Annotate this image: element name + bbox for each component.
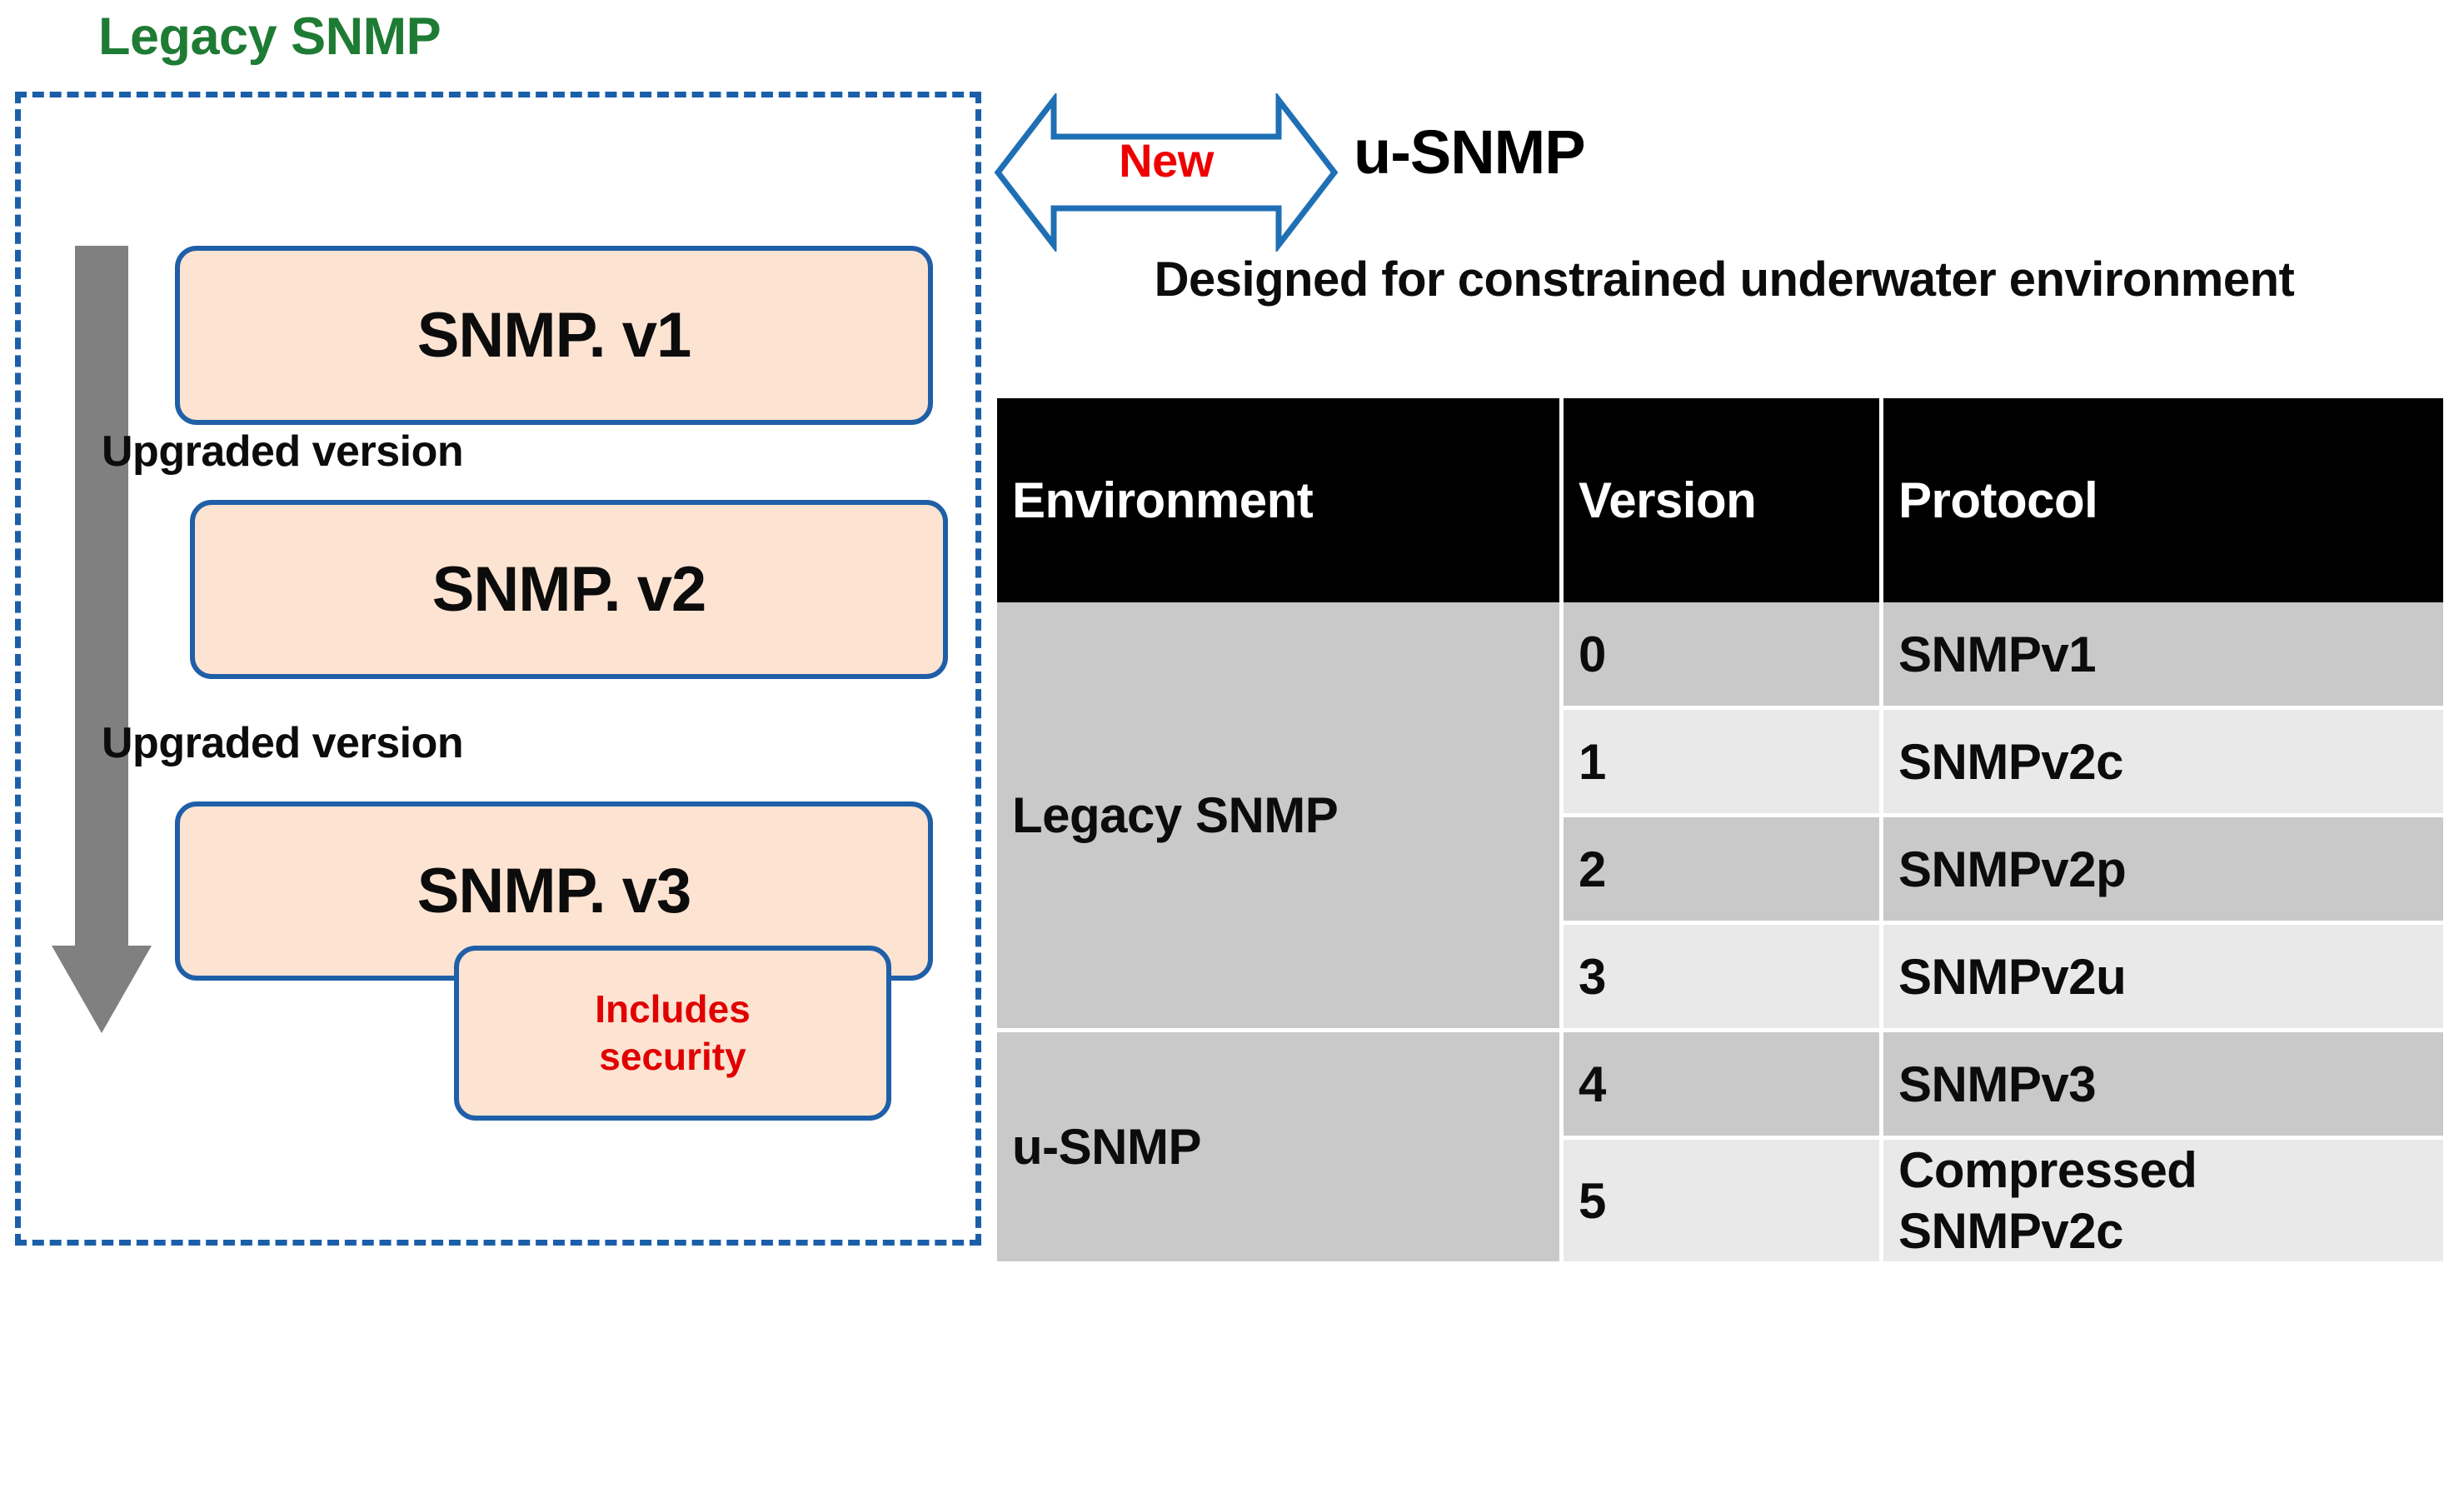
usnmp-heading: u-SNMP — [1354, 117, 1586, 187]
version-cell: 4 — [1564, 1032, 1883, 1140]
table-header: Environment Version Protocol — [997, 398, 2443, 602]
column-header-version: Version — [1564, 398, 1883, 602]
double-arrow-icon — [994, 93, 1339, 252]
protocol-cell: SNMPv2u — [1883, 925, 2443, 1032]
protocol-cell: SNMPv1 — [1883, 602, 2443, 710]
version-cell: 3 — [1564, 925, 1883, 1032]
version-cell: 2 — [1564, 817, 1883, 925]
protocol-cell: SNMPv2p — [1883, 817, 2443, 925]
protocol-cell: Compressed SNMPv2c — [1883, 1140, 2443, 1266]
environment-cell-legacy: Legacy SNMP — [997, 602, 1564, 1032]
includes-security-line1: Includes — [595, 986, 751, 1031]
new-badge-label: New — [1119, 134, 1214, 187]
legacy-snmp-title: Legacy SNMP — [98, 7, 441, 66]
table-body: Legacy SNMP 0 SNMPv1 1 SNMPv2c 2 SNMPv2p… — [997, 602, 2443, 1266]
snmp-v2-label: SNMP. v2 — [431, 554, 707, 625]
table-row: 5 Compressed SNMPv2c — [997, 1140, 2443, 1266]
table-row: 3 SNMPv2u — [997, 925, 2443, 1032]
snmp-version-table: Environment Version Protocol Legacy SNMP… — [997, 398, 2443, 1266]
includes-security-box: Includes security — [454, 946, 891, 1121]
environment-cell-usnmp: u-SNMP — [997, 1032, 1564, 1266]
upgrade-label-1: Upgraded version — [102, 427, 464, 476]
usnmp-subtitle: Designed for constrained underwater envi… — [1154, 252, 2295, 307]
legacy-snmp-group-box — [15, 92, 981, 1246]
table-header-row: Environment Version Protocol — [997, 398, 2443, 602]
table-row: 1 SNMPv2c — [997, 710, 2443, 817]
column-header-environment: Environment — [997, 398, 1564, 602]
protocol-cell: SNMPv2c — [1883, 710, 2443, 817]
version-cell: 1 — [1564, 710, 1883, 817]
snmp-v1-box: SNMP. v1 — [175, 246, 933, 425]
version-cell: 0 — [1564, 602, 1883, 710]
table-row: Legacy SNMP 0 SNMPv1 — [997, 602, 2443, 1032]
includes-security-line2: security — [599, 1035, 746, 1078]
snmp-v2-box: SNMP. v2 — [190, 500, 948, 679]
table-row: u-SNMP 4 SNMPv3 — [997, 1032, 2443, 1266]
version-cell: 5 — [1564, 1140, 1883, 1266]
down-arrow-icon — [52, 246, 152, 1033]
table-row: 2 SNMPv2p — [997, 817, 2443, 925]
snmp-v1-label: SNMP. v1 — [416, 300, 692, 371]
column-header-protocol: Protocol — [1883, 398, 2443, 602]
snmp-v3-label: SNMP. v3 — [416, 856, 692, 926]
upgrade-label-2: Upgraded version — [102, 719, 464, 767]
protocol-cell: SNMPv3 — [1883, 1032, 2443, 1140]
